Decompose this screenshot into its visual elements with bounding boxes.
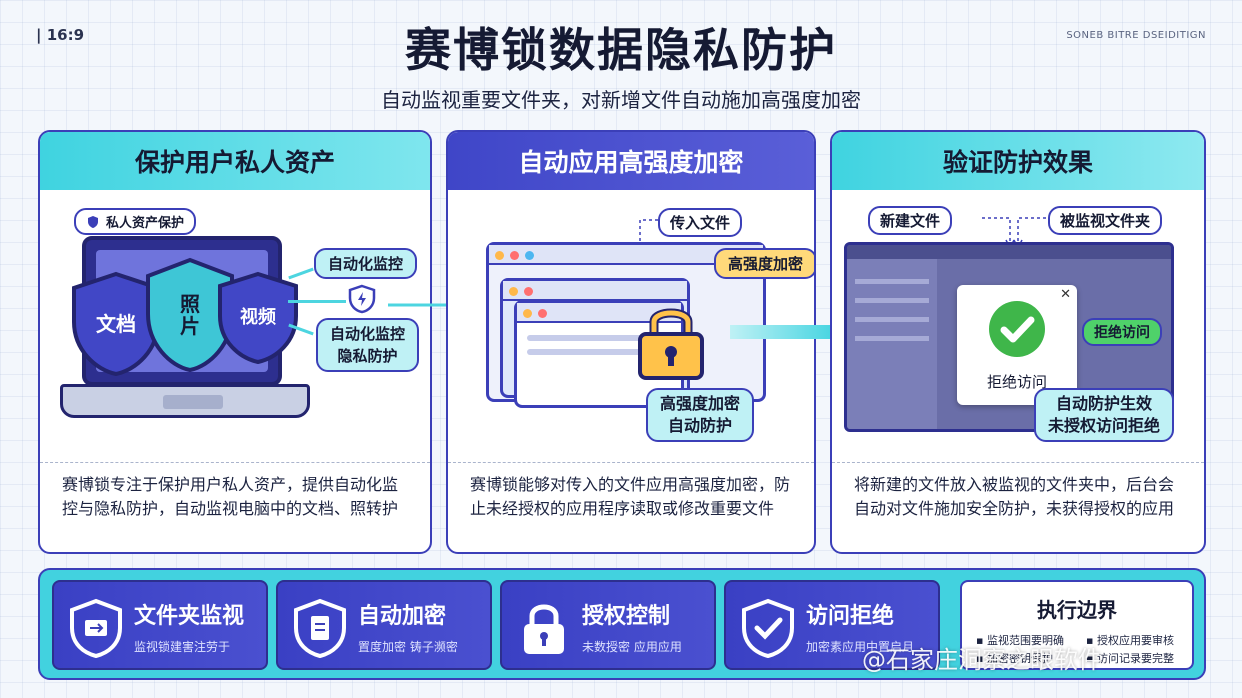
panel-description: 将新建的文件放入被监视的文件夹中，后台会自动对文件施加安全防护，未获得授权的应用 [832, 462, 1204, 521]
feature-subtitle: 加密素应用中置启月 [806, 640, 915, 654]
feature-subtitle: 监视锁建害注劳于 [134, 640, 231, 654]
deny-access-tag: 拒绝访问 [1082, 318, 1162, 346]
feature-card: 访问拒绝 加密素应用中置启月 [724, 580, 940, 670]
watermark: @石家庄洞察之眼软件 [862, 646, 1102, 674]
feature-title: 自动加密 [358, 604, 447, 629]
shield-label-docs: 文档 [96, 312, 136, 336]
padlock-icon [636, 300, 706, 382]
panel-description: 赛博锁专注于保护用户私人资产，提供自动化监控与隐私防护，自动监视电脑中的文档、照… [40, 462, 430, 521]
shield-small-icon [86, 215, 100, 229]
boundary-title: 执行边界 [1037, 598, 1117, 622]
feature-title: 文件夹监视 [134, 604, 245, 629]
page-subtitle: 自动监视重要文件夹，对新增文件自动施加高强度加密 [381, 88, 861, 112]
dialog-message: 拒绝访问 [986, 373, 1047, 391]
feature-subtitle: 置度加密 铸子濒密 [358, 640, 458, 654]
boundary-item: ▪ 加密密钥保护 [976, 652, 1053, 665]
monitor-shield-icon [348, 284, 376, 314]
feature-card: 自动加密 置度加密 铸子濒密 [276, 580, 492, 670]
feature-title: 访问拒绝 [806, 604, 895, 629]
boundary-item: ▪ 授权应用要审核 [1086, 634, 1174, 647]
document-shield-icon [292, 598, 348, 659]
shield-label-photo: 照 片 [180, 292, 200, 338]
private-assets-badge: 私人资产保护 [74, 208, 197, 235]
feature-title: 授权控制 [582, 604, 671, 629]
ratio-tag: | 16:9 [36, 26, 85, 44]
shield-label-video: 视频 [240, 307, 276, 328]
execution-boundary-card: 执行边界 ▪ 监视范围要明确 ▪ 授权应用要审核 ▪ 加密密钥保护 ▪ 访问记录… [960, 580, 1194, 670]
callout-auto-monitor-privacy: 自动化监控 隐私防护 [316, 318, 420, 372]
page-title: 赛博锁数据隐私防护 [405, 23, 837, 77]
callout-auto-protect: 高强度加密 自动防护 [646, 388, 755, 442]
panel-verify: 验证防护效果 新建文件 被监视文件夹 ✕ 拒绝访问 拒绝访问 自动防护生效 未授… [830, 130, 1206, 554]
padlock-icon [516, 598, 572, 658]
top-right-tag: SONEB BITRE DSEIDITIGN [1066, 30, 1206, 41]
photo-shield-icon: 照 片 [144, 256, 236, 374]
panel-protect-assets: 保护用户私人资产 私人资产保护 文档 照 片 视频 自动化监控 自动化监控 隐私… [38, 130, 432, 554]
callout-high-encryption: 高强度加密 [714, 248, 814, 279]
laptop-keyboard [60, 384, 310, 418]
callout-new-file: 新建文件 [868, 206, 953, 235]
panel-title: 验证防护效果 [832, 132, 1204, 190]
callout-auto-deny: 自动防护生效 未授权访问拒绝 [1034, 388, 1175, 442]
feature-subtitle: 未数授密 应用应用 [582, 640, 682, 654]
panel-title: 保护用户私人资产 [40, 132, 430, 190]
feature-card: 文件夹监视 监视锁建害注劳于 [52, 580, 268, 670]
video-shield-icon: 视频 [216, 270, 300, 366]
boundary-item: ▪ 监视范围要明确 [976, 634, 1064, 647]
panel-encryption: 自动应用高强度加密 传入文件 高强度加密 高强度加密 自动防护 赛博锁能够对传入… [446, 130, 816, 554]
access-denied-dialog: ✕ 拒绝访问 [957, 285, 1077, 405]
badge-label: 私人资产保护 [106, 216, 185, 231]
feature-strip: 文件夹监视 监视锁建害注劳于 自动加密 置度加密 铸子濒密 授权控制 未数授密 … [38, 568, 1206, 680]
panel-description: 赛博锁能够对传入的文件应用高强度加密，防止未经授权的应用程序读取或修改重要文件 [448, 462, 814, 521]
folder-shield-icon [68, 598, 124, 659]
callout-monitored-folder: 被监视文件夹 [1048, 206, 1163, 235]
panel-title: 自动应用高强度加密 [448, 132, 814, 190]
close-icon[interactable]: ✕ [1060, 287, 1071, 302]
check-shield-icon [740, 598, 796, 659]
connector-line [288, 300, 346, 303]
boundary-item: ▪ 访问记录要完整 [1086, 652, 1174, 665]
callout-auto-monitor: 自动化监控 [314, 248, 418, 279]
callout-incoming-file: 传入文件 [658, 208, 743, 237]
feature-card: 授权控制 未数授密 应用应用 [500, 580, 716, 670]
check-circle-icon [987, 299, 1047, 359]
